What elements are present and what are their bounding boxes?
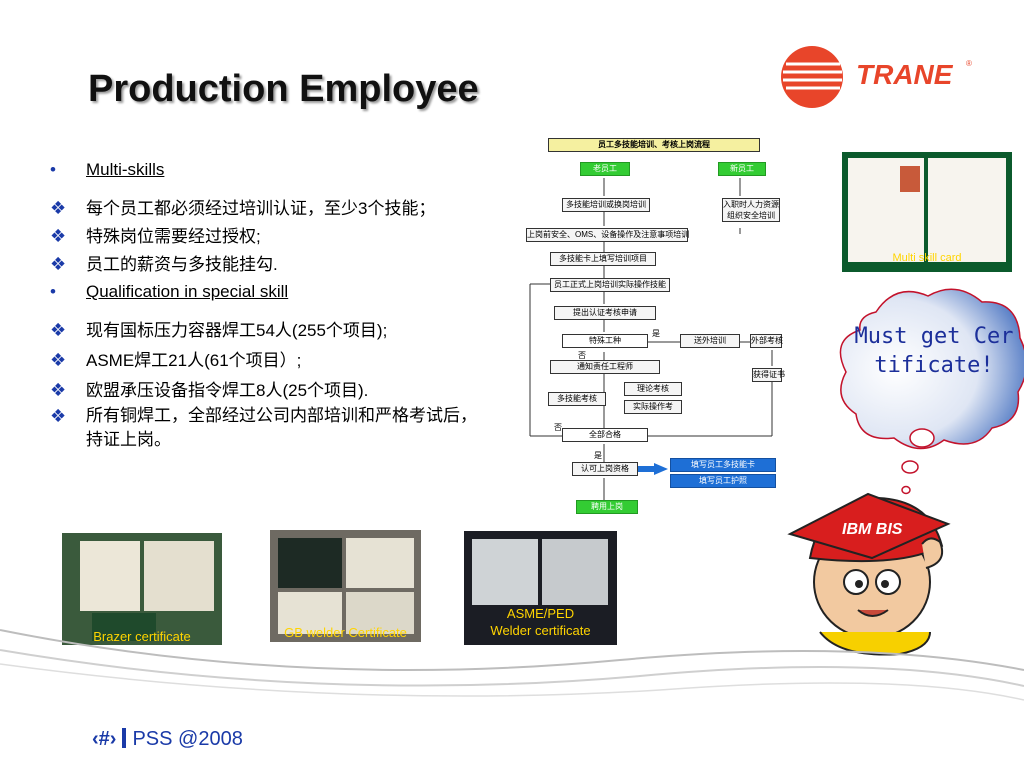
flow-s11: 获得证书 bbox=[752, 368, 785, 382]
multi-skill-card-photo: Multi skill card bbox=[842, 152, 1012, 272]
flow-s13: 多技能考核 bbox=[548, 392, 606, 406]
logo-text: TRANE bbox=[856, 59, 954, 90]
bullet-dot-icon: • bbox=[50, 160, 56, 179]
flow-yes-label: 是 bbox=[594, 451, 602, 460]
bubble-text: Must get Certificate! bbox=[854, 324, 1014, 378]
training-flowchart: 员工多技能培训、考核上岗流程 老员工 新员工 多技能培训或换岗培训 入职时人力资… bbox=[520, 132, 785, 524]
flow-s17: 填写员工多技能卡 bbox=[670, 458, 776, 472]
flow-s7: 特殊工种 bbox=[562, 334, 648, 348]
flow-new: 新员工 bbox=[718, 162, 766, 176]
skill-card-caption: Multi skill card bbox=[892, 252, 962, 264]
diamond-bullet-icon: ❖ bbox=[50, 406, 67, 426]
flow-s5: 员工正式上岗培训实际操作技能 bbox=[550, 278, 670, 292]
bullet-dot-icon: • bbox=[50, 282, 56, 301]
flow-s4: 多技能卡上填写培训项目 bbox=[550, 252, 656, 266]
decorative-waves bbox=[0, 629, 1024, 701]
mascot-cap-text: IBM BIS bbox=[842, 521, 903, 538]
flow-s16: 认可上岗资格 bbox=[572, 462, 638, 476]
flow-s19: 聘用上岗 bbox=[576, 500, 638, 514]
flow-s1: 多技能培训或换岗培训 bbox=[562, 198, 650, 212]
bullet-item: ❖ASME焊工21人(61个项目）; bbox=[50, 350, 302, 370]
footer-divider bbox=[122, 728, 127, 748]
gb-certificate-photo: GB welder Certificate bbox=[270, 530, 421, 642]
ibm-bis-mascot: IBM BIS bbox=[780, 472, 956, 658]
brazer-certificate-photo: Brazer certificate bbox=[62, 533, 222, 645]
bullet-multi-skills: •Multi-skills bbox=[50, 160, 165, 179]
flow-s8: 送外培训 bbox=[680, 334, 740, 348]
diamond-bullet-icon: ❖ bbox=[50, 198, 67, 218]
flow-s9: 外部考核 bbox=[750, 334, 783, 348]
bullet-item: ❖每个员工都必须经过培训认证，至少3个技能； bbox=[50, 198, 436, 218]
diamond-bullet-icon: ❖ bbox=[50, 350, 67, 370]
flow-s18: 填写员工护照 bbox=[670, 474, 776, 488]
diamond-bullet-icon: ❖ bbox=[50, 320, 67, 340]
diamond-bullet-icon: ❖ bbox=[50, 226, 67, 246]
flow-no-label: 否 bbox=[578, 351, 586, 360]
flow-s3: 上岗前安全、OMS、设备操作及注意事项培训 bbox=[526, 228, 689, 242]
asme-certificate-photo: ASME/PED Welder certificate bbox=[464, 531, 617, 645]
diamond-bullet-icon: ❖ bbox=[50, 380, 67, 400]
thought-bubble bbox=[839, 288, 1024, 495]
bullet-item: ❖特殊岗位需要经过授权; bbox=[50, 226, 261, 246]
bullet-item: ❖所有铜焊工，全部经过公司内部培训和严格考试后，持证上岗。 bbox=[50, 406, 477, 449]
mascot-icon: IBM BIS bbox=[787, 492, 951, 656]
trane-logo-icon: TRANE ® bbox=[781, 46, 972, 108]
flow-old: 老员工 bbox=[580, 162, 630, 176]
bullet-item: ❖员工的薪资与多技能挂勾. bbox=[50, 254, 278, 274]
bullet-qualification: •Qualification in special skill bbox=[50, 282, 289, 301]
flow-s12: 理论考核 bbox=[624, 382, 682, 396]
flow-no-label: 否 bbox=[554, 423, 562, 432]
page-title: Production Employee bbox=[88, 68, 479, 110]
bullet-item: ❖欧盟承压设备指令焊工8人(25个项目). bbox=[50, 380, 369, 400]
slide-footer: ‹#› PSS @2008 bbox=[92, 728, 243, 751]
gb-caption: GB welder Certificate bbox=[284, 625, 407, 640]
flow-yes-label: 是 bbox=[652, 329, 660, 338]
bullet-item: ❖现有国标压力容器焊工54人(255个项目); bbox=[50, 320, 388, 340]
flow-s14: 实际操作考 bbox=[624, 400, 682, 414]
flow-s15: 全部合格 bbox=[562, 428, 648, 442]
page-number: ‹#› bbox=[92, 728, 117, 750]
flowchart-connectors bbox=[529, 178, 773, 500]
flow-s2: 入职时人力资源组织安全培训 bbox=[722, 198, 780, 222]
asme-caption-line1: ASME/PED bbox=[506, 606, 575, 621]
flow-s6: 提出认证考核申请 bbox=[554, 306, 656, 320]
flow-s10: 通知责任工程师 bbox=[550, 360, 660, 374]
svg-text:®: ® bbox=[966, 59, 972, 68]
flowchart-title: 员工多技能培训、考核上岗流程 bbox=[548, 138, 760, 152]
trane-logo: TRANE ® bbox=[780, 42, 980, 112]
footer-text: PSS @2008 bbox=[132, 728, 243, 750]
brazer-caption: Brazer certificate bbox=[93, 629, 191, 644]
asme-caption-line2: Welder certificate bbox=[490, 623, 591, 638]
diamond-bullet-icon: ❖ bbox=[50, 254, 67, 274]
